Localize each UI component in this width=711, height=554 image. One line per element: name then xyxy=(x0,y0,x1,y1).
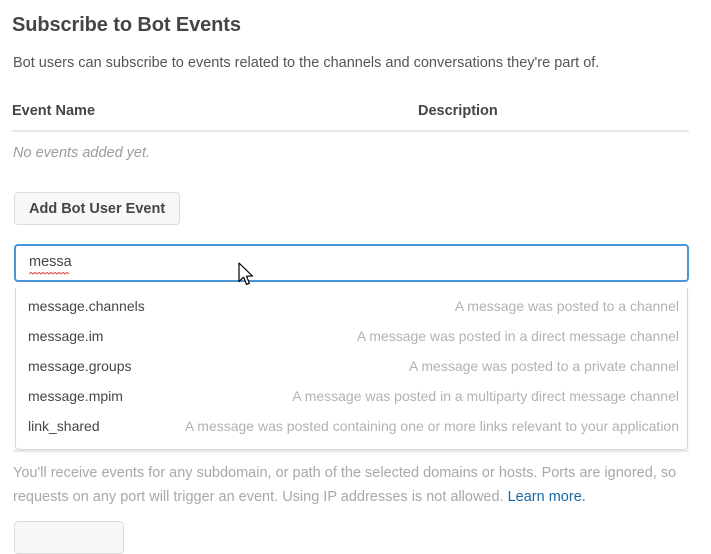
dropdown-option-name: link_shared xyxy=(28,418,100,434)
event-search-input[interactable] xyxy=(14,244,689,282)
domains-help-note-text: You'll receive events for any subdomain,… xyxy=(13,465,677,505)
dropdown-option-name: message.im xyxy=(28,328,104,344)
table-header-divider xyxy=(12,130,689,132)
events-table-header: Event Name Description xyxy=(12,103,689,131)
dropdown-option-description: A message was posted to a private channe… xyxy=(408,358,679,374)
domains-help-note: You'll receive events for any subdomain,… xyxy=(13,461,685,509)
learn-more-link[interactable]: Learn more. xyxy=(507,489,586,505)
events-table-empty-message: No events added yet. xyxy=(13,145,151,161)
dropdown-option[interactable]: message.groups A message was posted to a… xyxy=(16,351,687,381)
dropdown-option-description: A message was posted containing one or m… xyxy=(184,418,679,434)
add-bot-user-event-button[interactable]: Add Bot User Event xyxy=(14,192,181,225)
column-header-description: Description xyxy=(418,103,498,119)
subscribe-bot-events-page: Subscribe to Bot Events Bot users can su… xyxy=(12,14,689,554)
page-title: Subscribe to Bot Events xyxy=(12,14,241,36)
events-table: Event Name Description xyxy=(12,103,689,131)
dropdown-option[interactable]: link_shared A message was posted contain… xyxy=(16,411,687,441)
event-options-dropdown[interactable]: message.channels A message was posted to… xyxy=(15,288,688,450)
bottom-action-button[interactable] xyxy=(14,521,124,554)
column-header-event-name: Event Name xyxy=(12,103,96,119)
dropdown-option-name: message.mpim xyxy=(28,388,123,404)
dropdown-option[interactable]: message.im A message was posted in a dir… xyxy=(16,321,687,351)
dropdown-option[interactable]: message.mpim A message was posted in a m… xyxy=(16,381,687,411)
dropdown-option-name: message.groups xyxy=(28,358,132,374)
dropdown-option-description: A message was posted in a direct message… xyxy=(356,328,679,344)
dropdown-option-description: A message was posted in a multiparty dir… xyxy=(292,388,679,404)
dropdown-option-description: A message was posted to a channel xyxy=(454,298,679,314)
dropdown-option[interactable]: message.channels A message was posted to… xyxy=(16,291,687,321)
page-subtitle: Bot users can subscribe to events relate… xyxy=(13,55,600,71)
bottom-divider xyxy=(14,450,689,452)
dropdown-option-name: message.channels xyxy=(28,298,145,314)
